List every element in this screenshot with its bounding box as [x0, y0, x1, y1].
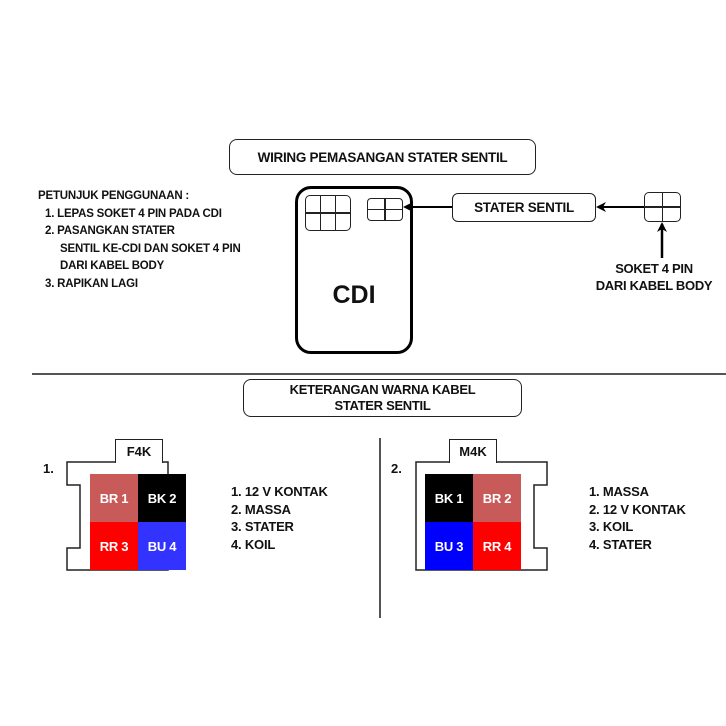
legend-item: 3. STATER: [231, 519, 294, 534]
color-section-title-line2: STATER SENTIL: [334, 398, 431, 413]
pin-cell: BU 4: [138, 522, 186, 570]
legend-item: 2. 12 V KONTAK: [589, 501, 686, 517]
color-section-title-line1: KETERANGAN WARNA KABEL: [289, 382, 476, 397]
cdi-6pin-socket-icon: [305, 195, 351, 231]
pin-label: BK 1: [434, 490, 464, 506]
pin-label: BK 2: [147, 490, 177, 506]
wiring-title-box: WIRING PEMASANGAN STATER SENTIL: [229, 139, 536, 175]
wiring-title: WIRING PEMASANGAN STATER SENTIL: [257, 149, 508, 165]
color-section-title-box: KETERANGAN WARNA KABEL STATER SENTIL: [243, 379, 522, 417]
cdi-label: CDI: [332, 281, 376, 309]
instruction-step: DARI KABEL BODY: [60, 260, 165, 272]
vertical-divider: [379, 438, 381, 618]
pin-cell: BK 1: [425, 474, 473, 522]
pin-cell: BK 2: [138, 474, 186, 522]
connector-number: 1.: [43, 461, 54, 476]
f4k-tab: F4K: [115, 439, 163, 463]
legend-item: 1. MASSA: [589, 484, 649, 499]
legend-item: 2. MASSA: [231, 501, 291, 517]
instruction-step: 3. RAPIKAN LAGI: [45, 277, 138, 290]
legend-item: 4. KOIL: [231, 536, 276, 552]
pin-label: BU 4: [147, 538, 177, 554]
pin-cell: BR 1: [90, 474, 138, 522]
legend-item: 4. STATER: [589, 536, 652, 552]
m4k-legend: 1. MASSA 2. 12 V KONTAK 3. KOIL 4. STATE…: [589, 483, 686, 553]
instructions-heading: PETUNJUK PENGGUNAAN :: [38, 190, 190, 202]
legend-item: 1. 12 V KONTAK: [231, 484, 328, 499]
socket-label-line1: SOKET 4 PIN: [615, 261, 693, 276]
stater-sentil-box: STATER SENTIL: [452, 193, 596, 222]
socket-label: SOKET 4 PIN DARI KABEL BODY: [584, 260, 724, 294]
instruction-step: 2. PASANGKAN STATER: [45, 225, 175, 237]
instructions: PETUNJUK PENGGUNAAN : 1. LEPAS SOKET 4 P…: [38, 188, 241, 293]
instruction-step: 1. LEPAS SOKET 4 PIN PADA CDI: [45, 207, 222, 220]
instruction-step: SENTIL KE-CDI DAN SOKET 4 PIN: [60, 242, 241, 255]
horizontal-divider: [32, 373, 726, 375]
pin-label: BR 1: [99, 490, 129, 506]
m4k-tab: M4K: [449, 439, 497, 463]
connector-number: 2.: [391, 461, 402, 476]
f4k-legend: 1. 12 V KONTAK 2. MASSA 3. STATER 4. KOI…: [231, 483, 328, 553]
pin-label: RR 4: [482, 538, 512, 554]
pin-label: RR 3: [99, 538, 129, 554]
pin-cell: BU 3: [425, 522, 473, 570]
pin-cell: RR 3: [90, 522, 138, 570]
cdi-4pin-socket-icon: [367, 198, 403, 221]
pin-label: BR 2: [482, 490, 512, 506]
cdi-unit: CDI: [295, 186, 413, 354]
f4k-label: F4K: [126, 444, 152, 459]
legend-item: 3. KOIL: [589, 519, 634, 534]
body-4pin-socket-icon: [644, 192, 681, 222]
pin-label: BU 3: [434, 538, 464, 554]
pin-cell: RR 4: [473, 522, 521, 570]
pin-cell: BR 2: [473, 474, 521, 522]
stater-sentil-label: STATER SENTIL: [474, 200, 574, 215]
m4k-label: M4K: [459, 444, 487, 459]
socket-label-line2: DARI KABEL BODY: [595, 278, 713, 293]
